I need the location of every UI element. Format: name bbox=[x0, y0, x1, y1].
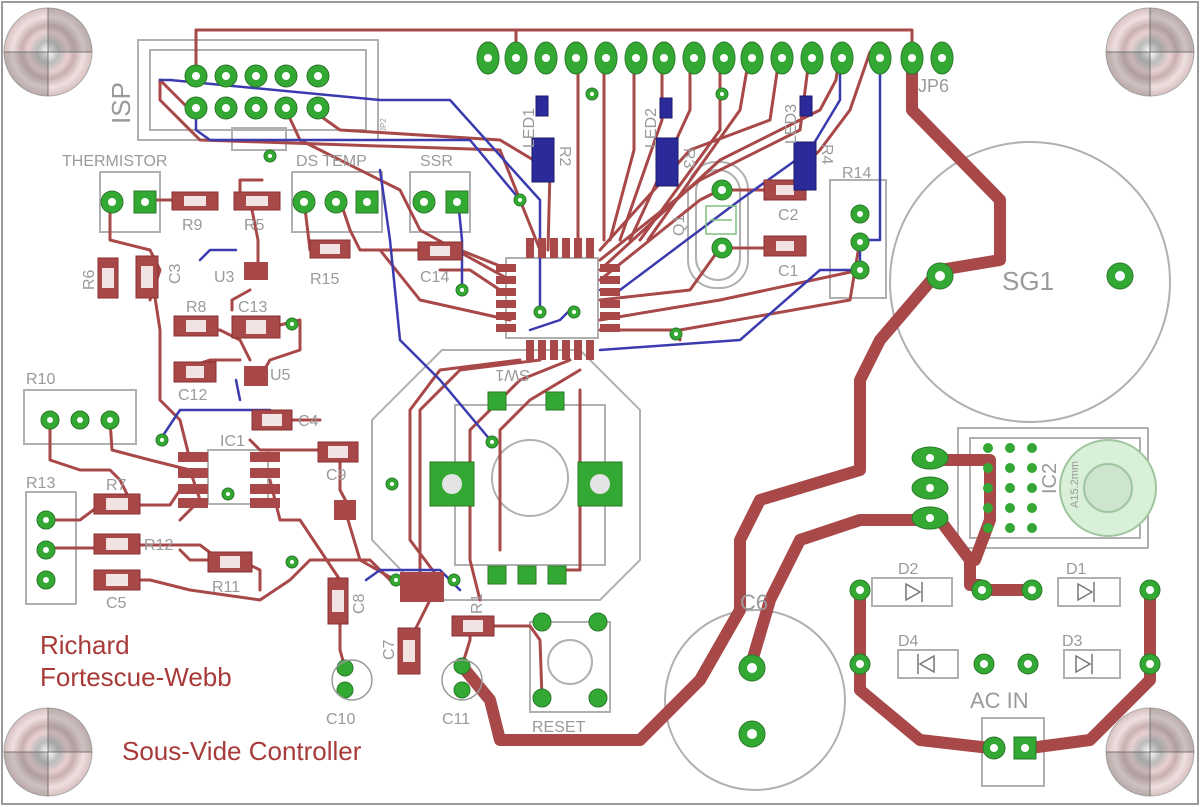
smd-components bbox=[93, 179, 807, 675]
label-c3: C3 bbox=[167, 263, 184, 284]
mounting-hole-bl bbox=[3, 707, 93, 797]
label-d2: D2 bbox=[898, 561, 919, 578]
label-c9: C9 bbox=[326, 467, 347, 484]
label-c12: C12 bbox=[178, 387, 207, 404]
label-c8: C8 bbox=[351, 593, 368, 614]
mounting-hole-tl bbox=[3, 7, 93, 97]
crystal bbox=[705, 205, 737, 235]
mounting-holes bbox=[3, 7, 1195, 797]
label-sw: SW1 bbox=[495, 366, 530, 383]
label-u5: U5 bbox=[270, 367, 291, 384]
label-jp2: JP2 bbox=[379, 118, 388, 132]
label-r2: R2 bbox=[556, 146, 573, 167]
opamp-ic bbox=[178, 452, 280, 508]
mounting-hole-tr bbox=[1105, 7, 1195, 97]
label-c2: C2 bbox=[778, 207, 799, 224]
sot-parts bbox=[244, 262, 444, 602]
label-sg1: SG1 bbox=[1002, 266, 1054, 296]
label-thermistor: THERMISTOR bbox=[62, 153, 167, 170]
label-r13: R13 bbox=[26, 475, 55, 492]
label-c4: C4 bbox=[298, 413, 319, 430]
label-c7: C7 bbox=[381, 639, 398, 660]
label-r15: R15 bbox=[310, 271, 339, 288]
label-c13: C13 bbox=[238, 299, 267, 316]
label-led2: LED2 bbox=[643, 108, 660, 148]
label-r14: R14 bbox=[842, 165, 871, 182]
through-hole-drills bbox=[43, 186, 1154, 752]
label-ssr: SSR bbox=[420, 153, 453, 170]
label-r6: R6 bbox=[81, 269, 98, 290]
label-ac-in: AC IN bbox=[970, 688, 1029, 713]
author-line-2: Fortescue-Webb bbox=[40, 662, 232, 692]
label-c5: C5 bbox=[106, 595, 127, 612]
label-jp6: JP6 bbox=[918, 76, 949, 96]
label-led3: LED3 bbox=[783, 104, 800, 144]
label-ic1: IC1 bbox=[220, 433, 245, 450]
label-r1: R1 bbox=[469, 593, 486, 614]
bottom-traces bbox=[158, 50, 882, 592]
label-r10: R10 bbox=[26, 371, 55, 388]
label-d3: D3 bbox=[1062, 633, 1083, 650]
label-r7: R7 bbox=[106, 477, 127, 494]
label-r3: R3 bbox=[680, 148, 697, 169]
mounting-hole-br bbox=[1105, 707, 1195, 797]
via-drills bbox=[160, 92, 724, 582]
label-ic2: IC2 bbox=[1039, 463, 1061, 494]
label-r9: R9 bbox=[182, 217, 203, 234]
label-c10: C10 bbox=[326, 711, 355, 728]
label-c1: C1 bbox=[778, 263, 799, 280]
label-q1: Q1 bbox=[671, 215, 688, 236]
label-ds-temp: DS TEMP bbox=[296, 153, 367, 170]
microcontroller bbox=[496, 238, 620, 360]
label-c6: C6 bbox=[740, 590, 768, 615]
label-r12: R12 bbox=[144, 537, 173, 554]
label-c14: C14 bbox=[420, 269, 449, 286]
label-d4: D4 bbox=[898, 633, 919, 650]
small-electrolytics bbox=[331, 659, 483, 701]
label-r8: R8 bbox=[186, 299, 207, 316]
silkscreen-labels: ISP JP2 JP6 THERMISTOR DS TEMP SSR R9 R5… bbox=[26, 76, 1087, 736]
label-isp: ISP bbox=[106, 82, 136, 124]
label-ic2-note: A15.2mm bbox=[1069, 461, 1081, 508]
power-traces bbox=[456, 46, 1156, 754]
label-d1: D1 bbox=[1066, 561, 1087, 578]
diodes bbox=[905, 582, 1095, 674]
label-c11: C11 bbox=[442, 711, 470, 728]
jp6-header bbox=[476, 41, 954, 75]
credit-block: Richard Fortescue-Webb Sous-Vide Control… bbox=[40, 630, 362, 766]
ic2-socket bbox=[983, 443, 1037, 533]
label-led1: LED1 bbox=[521, 108, 538, 148]
leds bbox=[531, 95, 817, 191]
label-r11: R11 bbox=[212, 579, 240, 596]
isp-header bbox=[184, 64, 330, 120]
label-r4: R4 bbox=[818, 144, 835, 165]
label-u3: U3 bbox=[214, 269, 235, 286]
label-reset: RESET bbox=[532, 719, 586, 736]
author-line-1: Richard bbox=[40, 630, 130, 660]
board-title: Sous-Vide Controller bbox=[122, 736, 362, 766]
label-r5: R5 bbox=[244, 217, 265, 234]
